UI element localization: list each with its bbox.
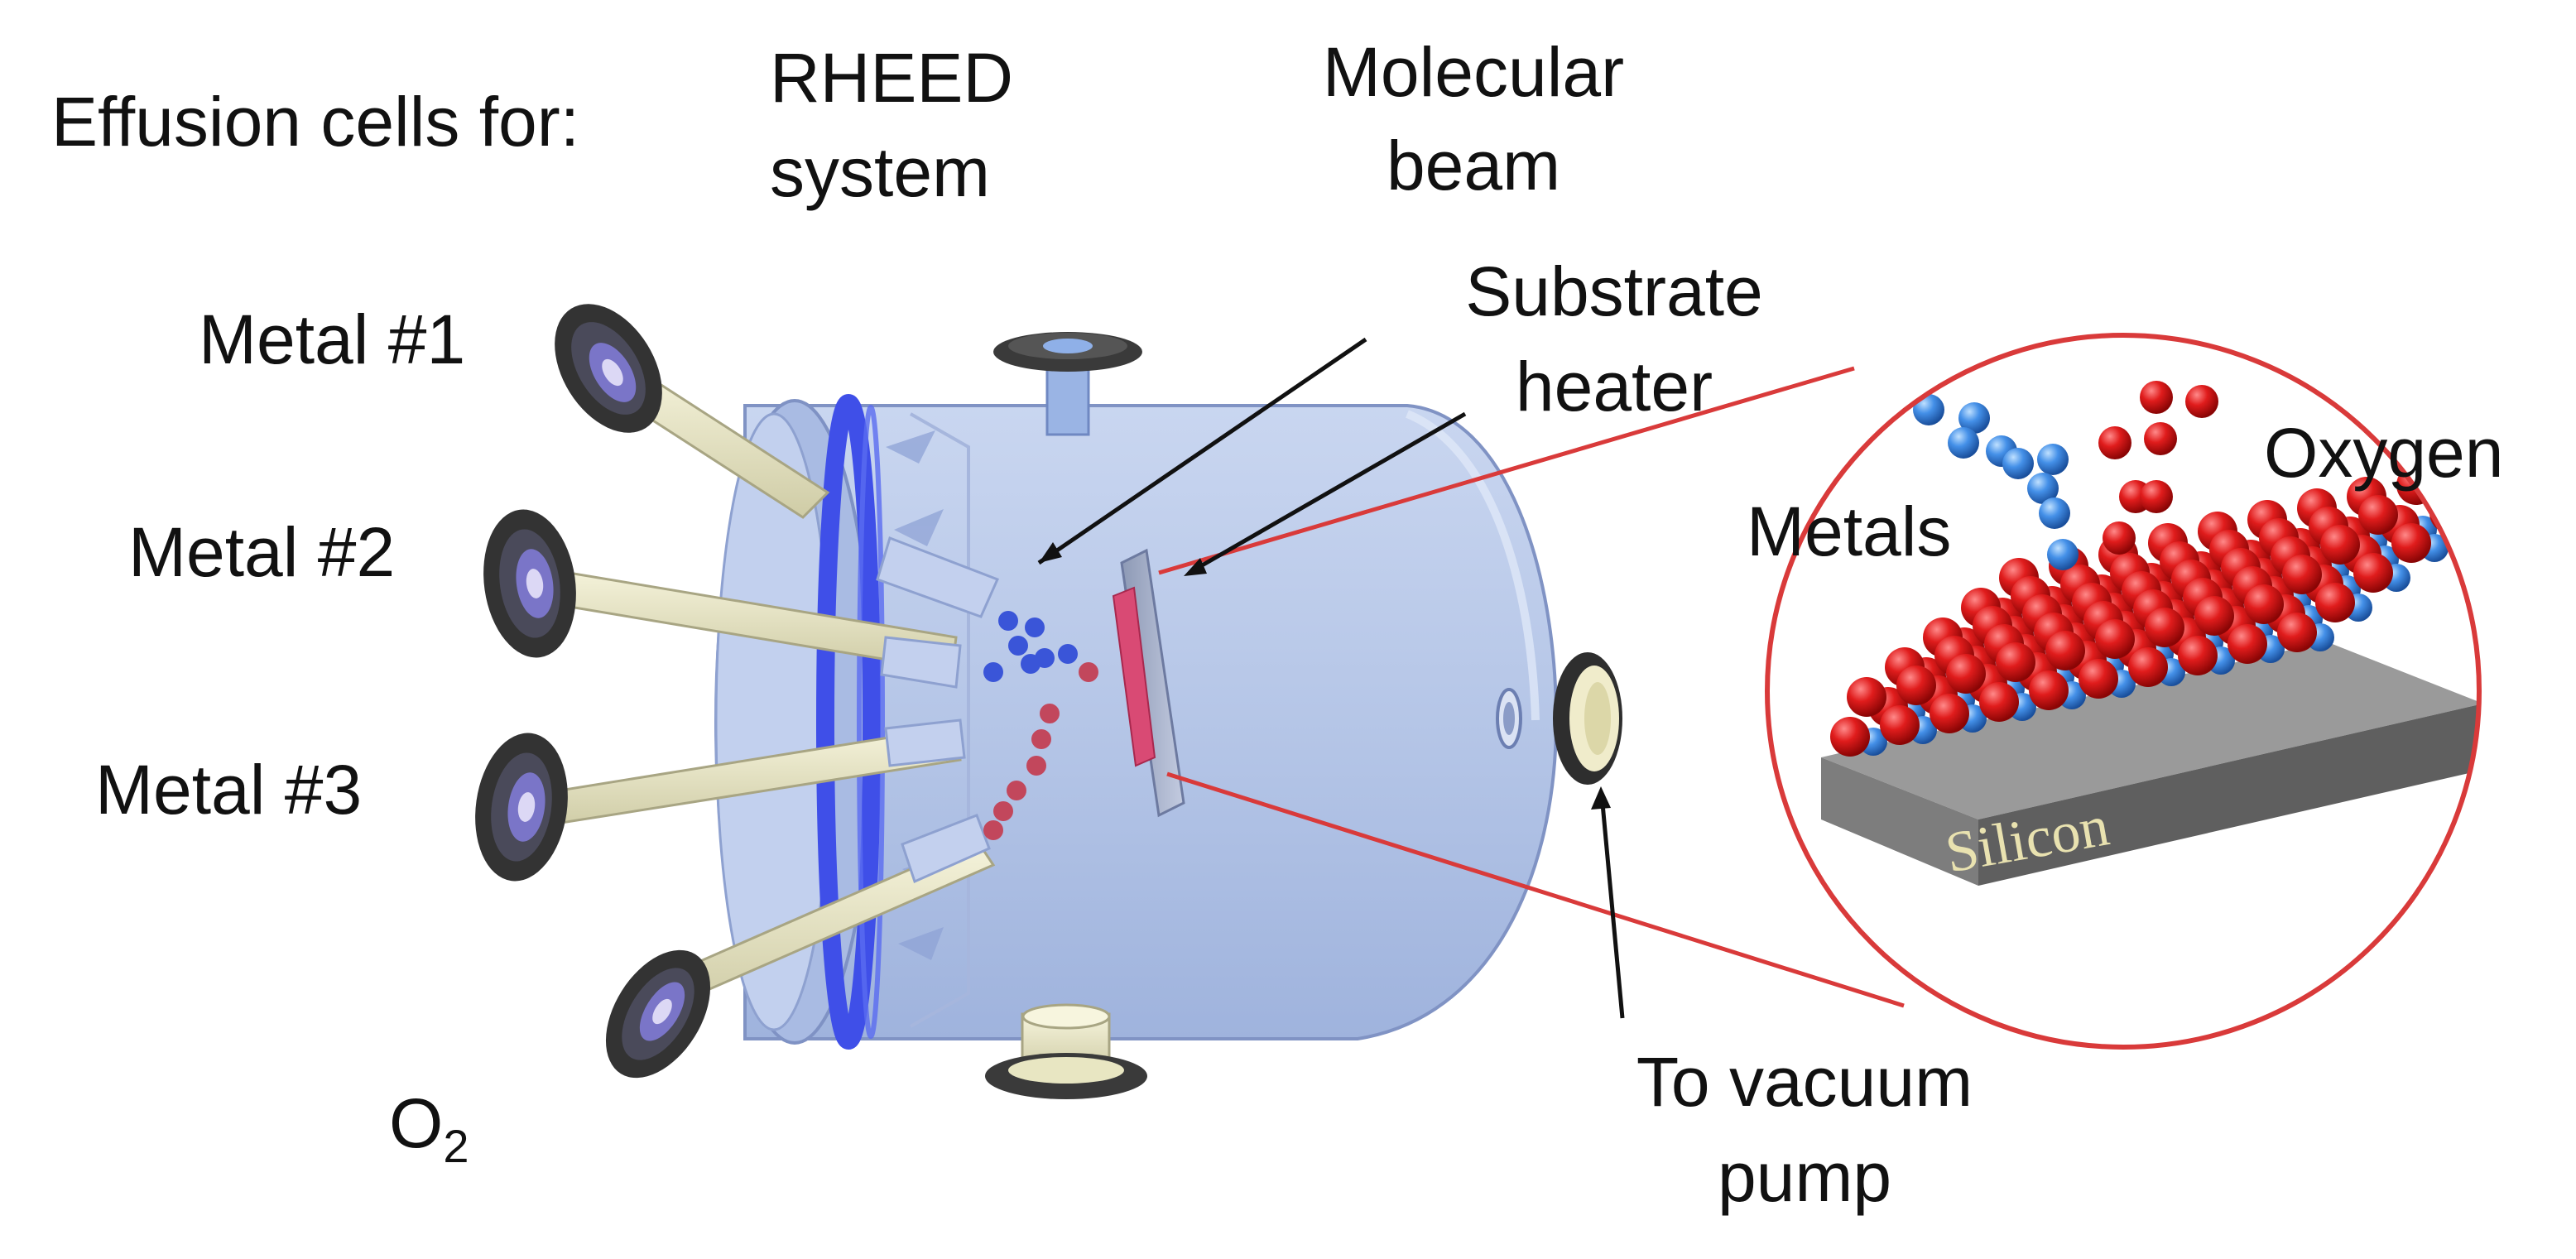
oxygen-atom (2194, 596, 2234, 636)
effusion-cell-o2 (605, 839, 996, 1079)
substrate-heater-label-line1: Substrate (1465, 252, 1763, 330)
o2-label-subscript: 2 (443, 1120, 469, 1172)
molecular-beam (983, 611, 1098, 840)
rheed-label-line1: RHEED (770, 39, 1014, 117)
substrate-heater (1112, 548, 1185, 818)
falling-oxygen-atom (2185, 385, 2218, 418)
zoom-inset (1765, 333, 2482, 1050)
oxygen-atom (2282, 555, 2322, 594)
oxygen-atom (1847, 677, 1886, 717)
effusion-cell-metal-1 (555, 304, 830, 519)
rheed-label-line2: system (770, 133, 991, 211)
molecular-beam-label-line1: Molecular (1322, 33, 1625, 111)
bottom-port (985, 1003, 1147, 1099)
substrate-heater-leader (1190, 411, 1467, 574)
metal-1-label: Metal #1 (199, 300, 466, 378)
zoom-circle (1765, 333, 2482, 1050)
metals-label: Metals (1747, 493, 1952, 570)
falling-oxygen-atom (2098, 426, 2131, 459)
oxygen-atom (2358, 495, 2398, 535)
oxygen-atom (2045, 631, 2085, 670)
oxygen-atom (2429, 493, 2469, 533)
oxygen-atom (2277, 613, 2317, 652)
falling-metal-atom (1958, 402, 1990, 434)
vacuum-pump-label-line1: To vacuum (1636, 1043, 1973, 1121)
top-port (993, 332, 1142, 436)
cell-nozzles (876, 536, 1000, 884)
substrate-heater-label-line2: heater (1515, 348, 1713, 425)
falling-oxygen-atom (2144, 422, 2177, 455)
oxygen-atom (1880, 705, 1920, 745)
oxygen-atom (2178, 636, 2218, 675)
falling-metal-atom (2002, 448, 2034, 479)
falling-oxygen-atom (2140, 480, 2173, 513)
vacuum-pump-leader (1599, 794, 1625, 1019)
oxygen-atom (1830, 717, 1870, 757)
oxygen-atom (2244, 584, 2284, 624)
metal-3-label: Metal #3 (95, 751, 363, 829)
oxygen-atom (2320, 525, 2360, 565)
falling-oxygen-atom (2103, 521, 2136, 555)
silicon-slab-front (1821, 757, 1978, 886)
falling-atoms (1913, 381, 2218, 570)
chamber-viewport (1496, 688, 1522, 749)
oxygen-atom (2145, 608, 2184, 647)
oxygen-atom (1979, 682, 2019, 722)
silicon-slab-side (1978, 704, 2479, 886)
falling-metal-atom (2037, 444, 2069, 475)
o2-label: O2 (389, 1088, 469, 1170)
oxygen-atom (2228, 624, 2267, 664)
metal-2-label: Metal #2 (128, 513, 396, 591)
vacuum-pump-label-line2: pump (1717, 1138, 1892, 1216)
leader-lines (1037, 337, 1625, 1019)
zoom-lines (1158, 366, 1905, 1008)
vacuum-pump-port (1553, 652, 1622, 785)
oxide-lattice (1830, 465, 2479, 757)
metal-atom (2458, 504, 2479, 532)
oxygen-atom (1896, 666, 1936, 705)
oxygen-atom (2029, 670, 2069, 710)
molecular-beam-label-line2: beam (1386, 127, 1561, 204)
oxygen-atom (1996, 642, 2035, 682)
oxygen-label: Oxygen (2264, 414, 2504, 492)
falling-oxygen-atom (2140, 381, 2173, 414)
oxygen-atom (2315, 583, 2355, 622)
silicon-slab-top (1821, 642, 2479, 819)
falling-metal-atom (1948, 427, 1979, 459)
falling-metal-atom (2047, 539, 2079, 570)
effusion-cell-metal-2 (483, 509, 958, 672)
chamber-flange-ring (816, 394, 881, 1050)
chamber-highlight (1406, 410, 1540, 721)
falling-metal-atom (1913, 394, 1944, 425)
effusion-cells-label: Effusion cells for: (51, 83, 580, 161)
oxygen-atom (2353, 553, 2393, 593)
oxygen-atom (2095, 619, 2135, 659)
oxygen-atom (1946, 654, 1986, 694)
oxygen-atom (2128, 647, 2168, 687)
oxygen-atom (2079, 659, 2118, 699)
falling-metal-atom (2027, 473, 2059, 504)
molecular-beam-leader (1037, 337, 1367, 565)
o2-label-base: O (389, 1084, 444, 1162)
oxygen-atom (1930, 694, 1969, 733)
oxygen-atom (2391, 523, 2431, 563)
falling-metal-atom (2039, 497, 2070, 529)
